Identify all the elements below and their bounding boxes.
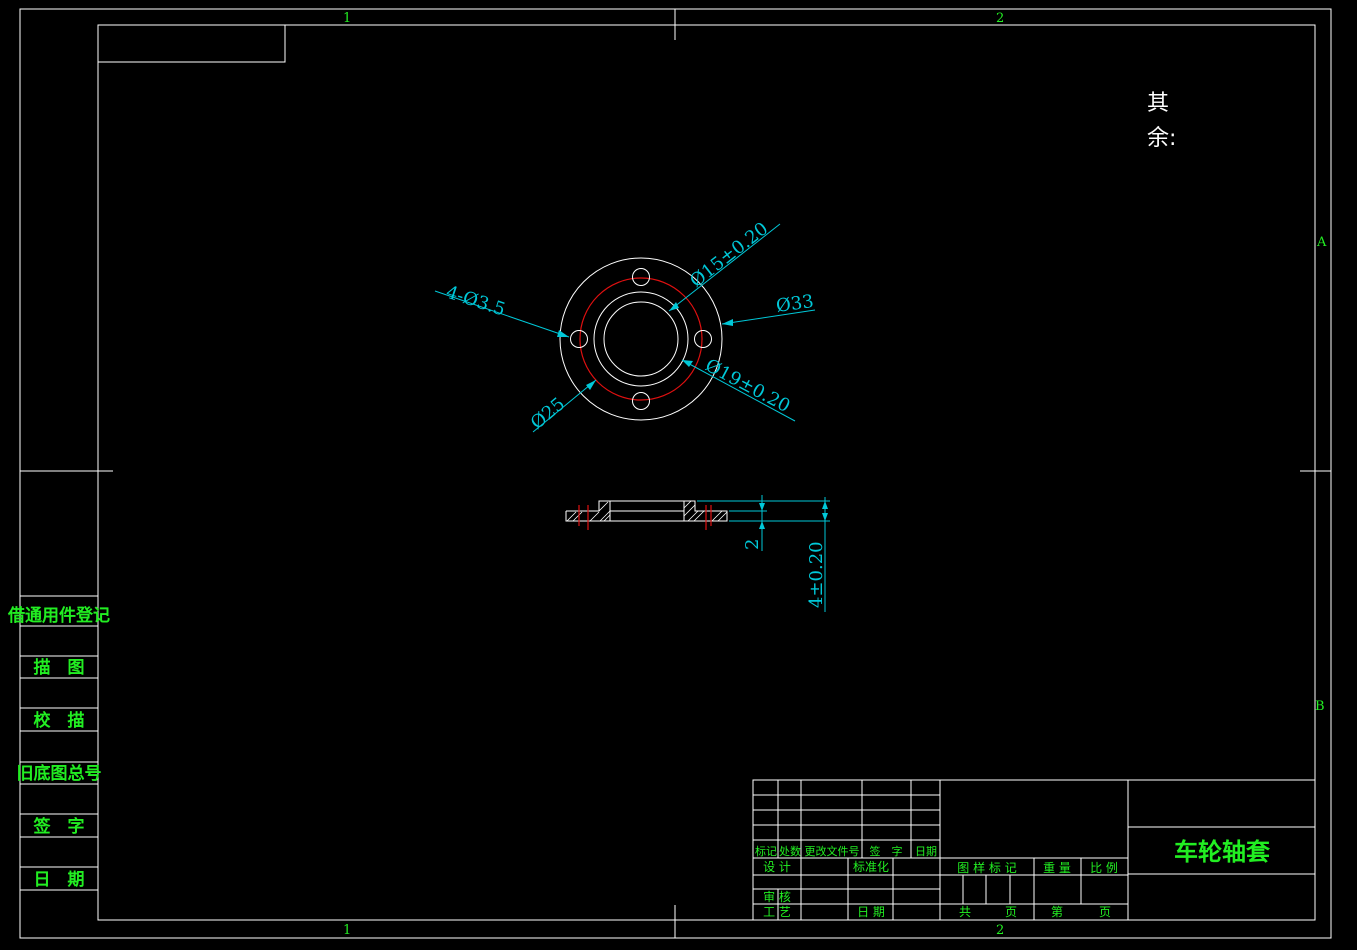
zone-label-a: A — [1316, 235, 1327, 250]
label-design: 设 计 — [763, 860, 791, 874]
part-name: 车轮轴套 — [1174, 838, 1271, 866]
rev-header-mark: 标记 — [755, 844, 777, 858]
dim-thickness-4: 4±0.20 — [806, 541, 827, 608]
side-item-2: 描 图 — [34, 657, 85, 678]
inner-frame — [97, 24, 1316, 921]
side-item-5: 签 字 — [33, 816, 85, 837]
label-page: 页 — [1005, 905, 1017, 919]
rev-header-date: 日期 — [915, 845, 937, 858]
remark-line-1: 其 — [1147, 91, 1169, 116]
side-item-4: 旧底图总号 — [17, 763, 102, 784]
label-scale: 比 例 — [1090, 861, 1118, 875]
dim-d19: Ø19±0.20 — [702, 355, 794, 417]
hole-top — [632, 268, 650, 286]
remark-line-2: 余: — [1147, 126, 1176, 151]
side-item-3: 校 描 — [34, 710, 85, 731]
label-sheet: 第 — [1051, 905, 1063, 919]
shoulder-circle-d19 — [593, 291, 689, 387]
label-process: 工 艺 — [763, 905, 791, 919]
corner-box — [98, 25, 286, 63]
bolt-circle-d25 — [579, 277, 703, 401]
rev-header-count: 处数 — [779, 845, 801, 858]
section-view — [565, 500, 728, 530]
outer-frame — [19, 8, 1332, 939]
dim-thickness-2: 2 — [742, 539, 763, 550]
label-date: 日 期 — [857, 905, 885, 919]
dim-d33: Ø33 — [775, 291, 815, 317]
label-standardize: 标准化 — [853, 860, 889, 874]
outer-circle-d33 — [559, 257, 723, 421]
dim-holes: 4-Ø3.5 — [443, 282, 507, 321]
label-page2: 页 — [1099, 905, 1111, 919]
hole-left — [570, 330, 588, 348]
zone-label-bottom-2: 2 — [996, 923, 1004, 938]
dim-d15: Ø15±0.20 — [686, 218, 772, 292]
side-table — [20, 595, 98, 891]
label-drawing-mark: 图 样 标 记 — [957, 860, 1016, 875]
side-item-6: 日 期 — [34, 870, 85, 890]
dimension-leaders-side — [697, 495, 830, 612]
label-weight: 重 量 — [1043, 861, 1071, 875]
rev-header-doc: 更改文件号 — [805, 844, 860, 858]
side-item-1: 借通用件登记 — [7, 605, 110, 626]
zone-label-top-1: 1 — [343, 11, 351, 26]
rev-header-sign: 签 字 — [870, 844, 903, 858]
label-review: 审 核 — [763, 889, 791, 904]
zone-label-bottom-1: 1 — [343, 923, 351, 938]
top-view — [559, 257, 723, 421]
title-block — [752, 779, 1316, 921]
hole-right — [694, 330, 712, 348]
hole-bottom — [632, 392, 650, 410]
dimension-leaders-top — [434, 223, 816, 433]
label-total: 共 — [959, 905, 971, 919]
dim-d25: Ø25 — [527, 394, 569, 434]
zone-label-b: B — [1315, 699, 1325, 714]
bore-circle-d15 — [603, 301, 679, 377]
zone-label-top-2: 2 — [996, 11, 1004, 26]
